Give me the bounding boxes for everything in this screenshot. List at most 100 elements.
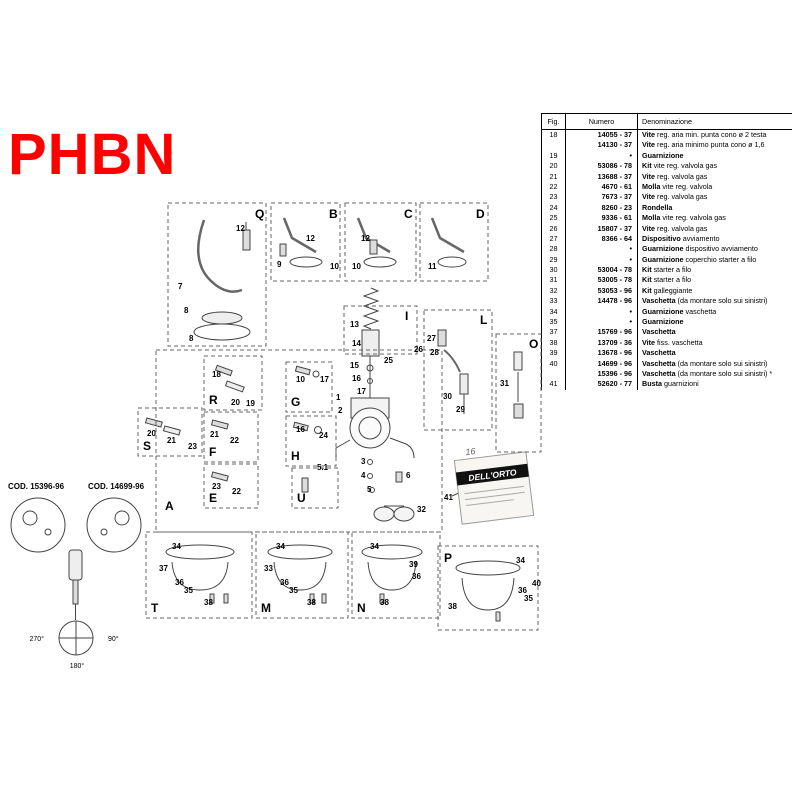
part-number-23: 23: [212, 482, 221, 491]
cell-fig: 22: [542, 181, 566, 193]
part-number-17: 17: [357, 387, 366, 396]
angle-label-90°: 90°: [108, 635, 119, 643]
cell-fig: 33: [542, 296, 566, 307]
cell-denominazione: Vite reg. aria minimo punta cono ø 1,6: [642, 140, 765, 150]
cell-denominazione: Molla vite reg. valvola gas: [642, 213, 726, 223]
angle-label-270°: 270°: [30, 635, 45, 643]
cell-numero: 15769 - 96: [566, 327, 638, 338]
table-row: 35•Guarnizione: [542, 317, 792, 328]
part-number-30: 30: [443, 392, 452, 401]
part-number-13: 13: [350, 320, 359, 329]
section-box-I: [343, 305, 418, 355]
cell-numero: 8366 - 64: [566, 233, 638, 245]
cell-denominazione: Guarnizione dispositivo avviamento: [642, 244, 758, 254]
cell-fig: 34: [542, 306, 566, 318]
cell-numero: 14699 - 96: [566, 358, 638, 369]
part-number-35: 35: [184, 586, 193, 595]
cell-numero: 15396 - 96: [566, 368, 638, 380]
cell-denominazione: Dispositivo avviamento: [642, 233, 720, 243]
part-number-34: 34: [370, 542, 379, 551]
cell-denominazione: Vaschetta (da montare solo sui sinistri)…: [642, 368, 773, 378]
part-number-7: 7: [178, 282, 183, 291]
part-number-17: 17: [320, 375, 329, 384]
part-number-21: 21: [167, 436, 176, 445]
part-number-38: 38: [204, 598, 213, 607]
cell-fig: 19: [542, 150, 566, 162]
cell-denominazione: Kit starter a filo: [642, 265, 692, 275]
cell-numero: 52620 - 77: [566, 379, 638, 390]
cell-numero: 9336 - 61: [566, 213, 638, 224]
section-label-O: O: [529, 337, 538, 351]
section-label-N: N: [357, 601, 366, 615]
part-number-21: 21: [210, 430, 219, 439]
cell-fig: 23: [542, 192, 566, 203]
part-number-12: 12: [236, 224, 245, 233]
cell-fig: 30: [542, 265, 566, 276]
cell-numero: 7673 - 37: [566, 192, 638, 203]
cell-denominazione: Guarnizione: [642, 150, 684, 160]
cell-fig: 37: [542, 327, 566, 338]
cell-numero: 14055 - 37: [566, 130, 638, 141]
cell-numero: 13678 - 96: [566, 348, 638, 359]
cod-label-0: COD. 15396-96: [8, 482, 65, 491]
cell-denominazione: Busta guarnizioni: [642, 379, 699, 389]
part-number-10: 10: [296, 375, 305, 384]
table-row: 28• Guarnizione dispositivo avviamento: [542, 244, 792, 255]
cell-denominazione: Rondella: [642, 202, 673, 212]
cell-fig: 29: [542, 254, 566, 266]
cell-numero: 8260 - 23: [566, 202, 638, 214]
cell-denominazione: Vite reg. valvola gas: [642, 171, 708, 181]
part-number-32: 32: [417, 505, 426, 514]
part-number-12: 12: [361, 234, 370, 243]
section-box-F: [203, 411, 259, 463]
cell-numero: 13709 - 36: [566, 337, 638, 349]
diagram-artwork: [10, 217, 524, 656]
cell-numero: •: [566, 244, 638, 255]
cell-fig: 27: [542, 233, 566, 245]
cell-numero: 53053 - 96: [566, 285, 638, 297]
part-number-27: 27: [427, 334, 436, 343]
part-number-1: 1: [336, 393, 341, 402]
cell-fig: 32: [542, 285, 566, 297]
cell-numero: 13688 - 37: [566, 171, 638, 182]
part-number-6: 6: [406, 471, 411, 480]
part-number-38: 38: [380, 598, 389, 607]
cell-denominazione: Kit vite reg. valvola gas: [642, 161, 718, 171]
part-number-22: 22: [232, 487, 241, 496]
section-label-A: A: [165, 499, 174, 513]
cell-fig: 24: [542, 202, 566, 214]
part-number-35: 35: [289, 586, 298, 595]
section-label-F: F: [209, 445, 216, 459]
cell-fig: 31: [542, 275, 566, 286]
part-number-38: 38: [448, 602, 457, 611]
part-number-25: 25: [384, 356, 393, 365]
cell-fig: 26: [542, 223, 566, 234]
part-number-23: 23: [188, 442, 197, 451]
part-number-5.1: 5.1: [317, 463, 329, 472]
part-number-34: 34: [172, 542, 181, 551]
cell-denominazione: Kit starter a filo: [642, 275, 692, 285]
cell-fig: 35: [542, 317, 566, 328]
cell-fig: 40: [542, 358, 566, 369]
section-box-Q: [167, 202, 267, 347]
section-box-T: [145, 531, 253, 619]
part-number-24: 24: [319, 431, 328, 440]
cell-numero: •: [566, 306, 638, 318]
part-number-28: 28: [430, 348, 439, 357]
page-title: PHBN: [8, 122, 177, 187]
cell-fig: 28: [542, 244, 566, 255]
part-number-16: 16: [352, 374, 361, 383]
section-box-H: [285, 415, 337, 467]
cell-denominazione: Guarnizione: [642, 317, 684, 327]
